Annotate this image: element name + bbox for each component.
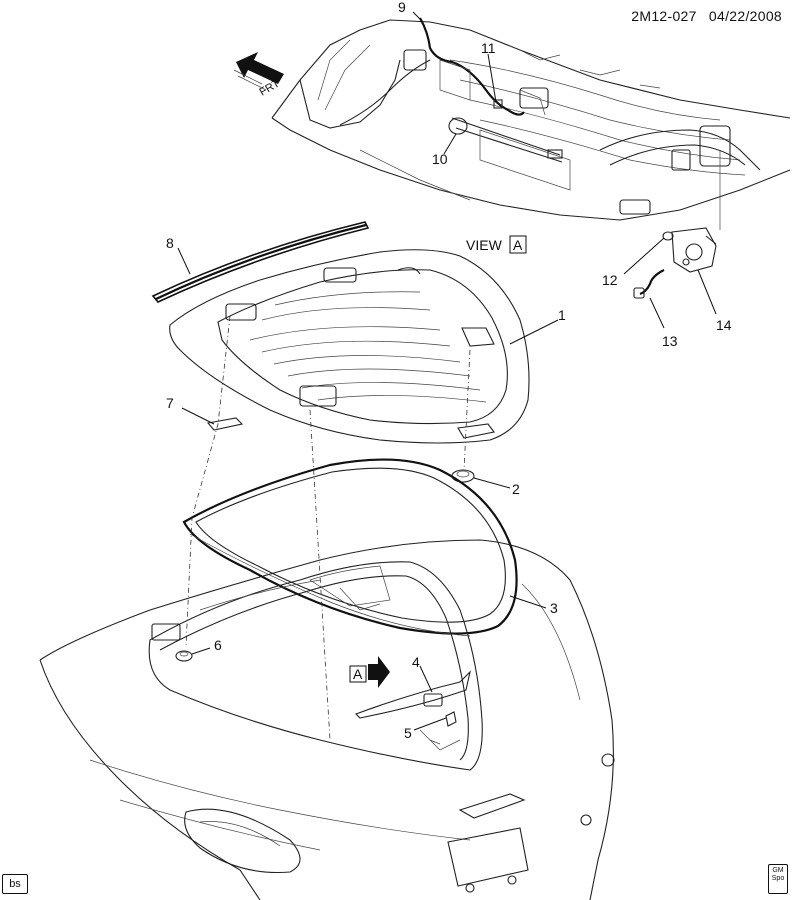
latch-assembly <box>633 150 721 299</box>
callout-14: 14 <box>716 317 732 333</box>
illustrator-stamp: bs <box>2 874 28 894</box>
callout-1: 1 <box>558 307 566 323</box>
callout-12: 12 <box>602 272 618 288</box>
spoiler <box>355 670 471 719</box>
leader-lines <box>177 11 717 731</box>
lift-support-strut <box>448 117 563 163</box>
callout-11: 11 <box>481 40 496 56</box>
release-cable <box>419 17 525 116</box>
alignment-lines <box>185 315 471 741</box>
callout-9: 9 <box>398 0 406 15</box>
diagram-header: 2M12-027 04/22/2008 <box>631 8 782 24</box>
view-a-arrow: A <box>349 656 390 688</box>
compartment-weatherstrip <box>182 458 518 637</box>
diagram-date: 04/22/2008 <box>708 8 782 24</box>
callout-10: 10 <box>432 151 448 167</box>
front-direction-arrow: FRT <box>233 52 284 99</box>
view-a-label: VIEW A <box>466 235 527 254</box>
rear-compartment-lid <box>169 249 530 444</box>
bumper-pad <box>206 417 244 431</box>
spoiler-fastener <box>445 711 457 727</box>
stamp-gm: GM <box>772 867 784 874</box>
callout-13: 13 <box>662 333 678 349</box>
stamp-spo: Spo <box>771 875 785 882</box>
callout-3: 3 <box>550 600 558 616</box>
vehicle-rear-body <box>39 539 615 900</box>
view-arrow-letter: A <box>353 666 363 682</box>
callout-numbers: 9 11 10 8 1 7 2 3 6 4 5 12 13 14 <box>166 0 732 741</box>
callout-4: 4 <box>412 654 420 670</box>
lid-bumper <box>451 469 475 483</box>
callout-2: 2 <box>512 481 520 497</box>
callout-6: 6 <box>214 637 222 653</box>
detail-callout-boxes <box>439 59 571 191</box>
view-letter: A <box>513 237 523 253</box>
callout-7: 7 <box>166 395 174 411</box>
gm-spo-stamp: GM Spo <box>768 864 788 894</box>
upper-body-structure <box>271 19 791 221</box>
view-label: VIEW <box>466 237 503 253</box>
diagram-code: 2M12-027 <box>631 8 697 24</box>
lid-bumper-lower <box>175 650 193 662</box>
glass-channel-strip <box>151 221 370 303</box>
callout-5: 5 <box>404 725 412 741</box>
callout-8: 8 <box>166 235 174 251</box>
